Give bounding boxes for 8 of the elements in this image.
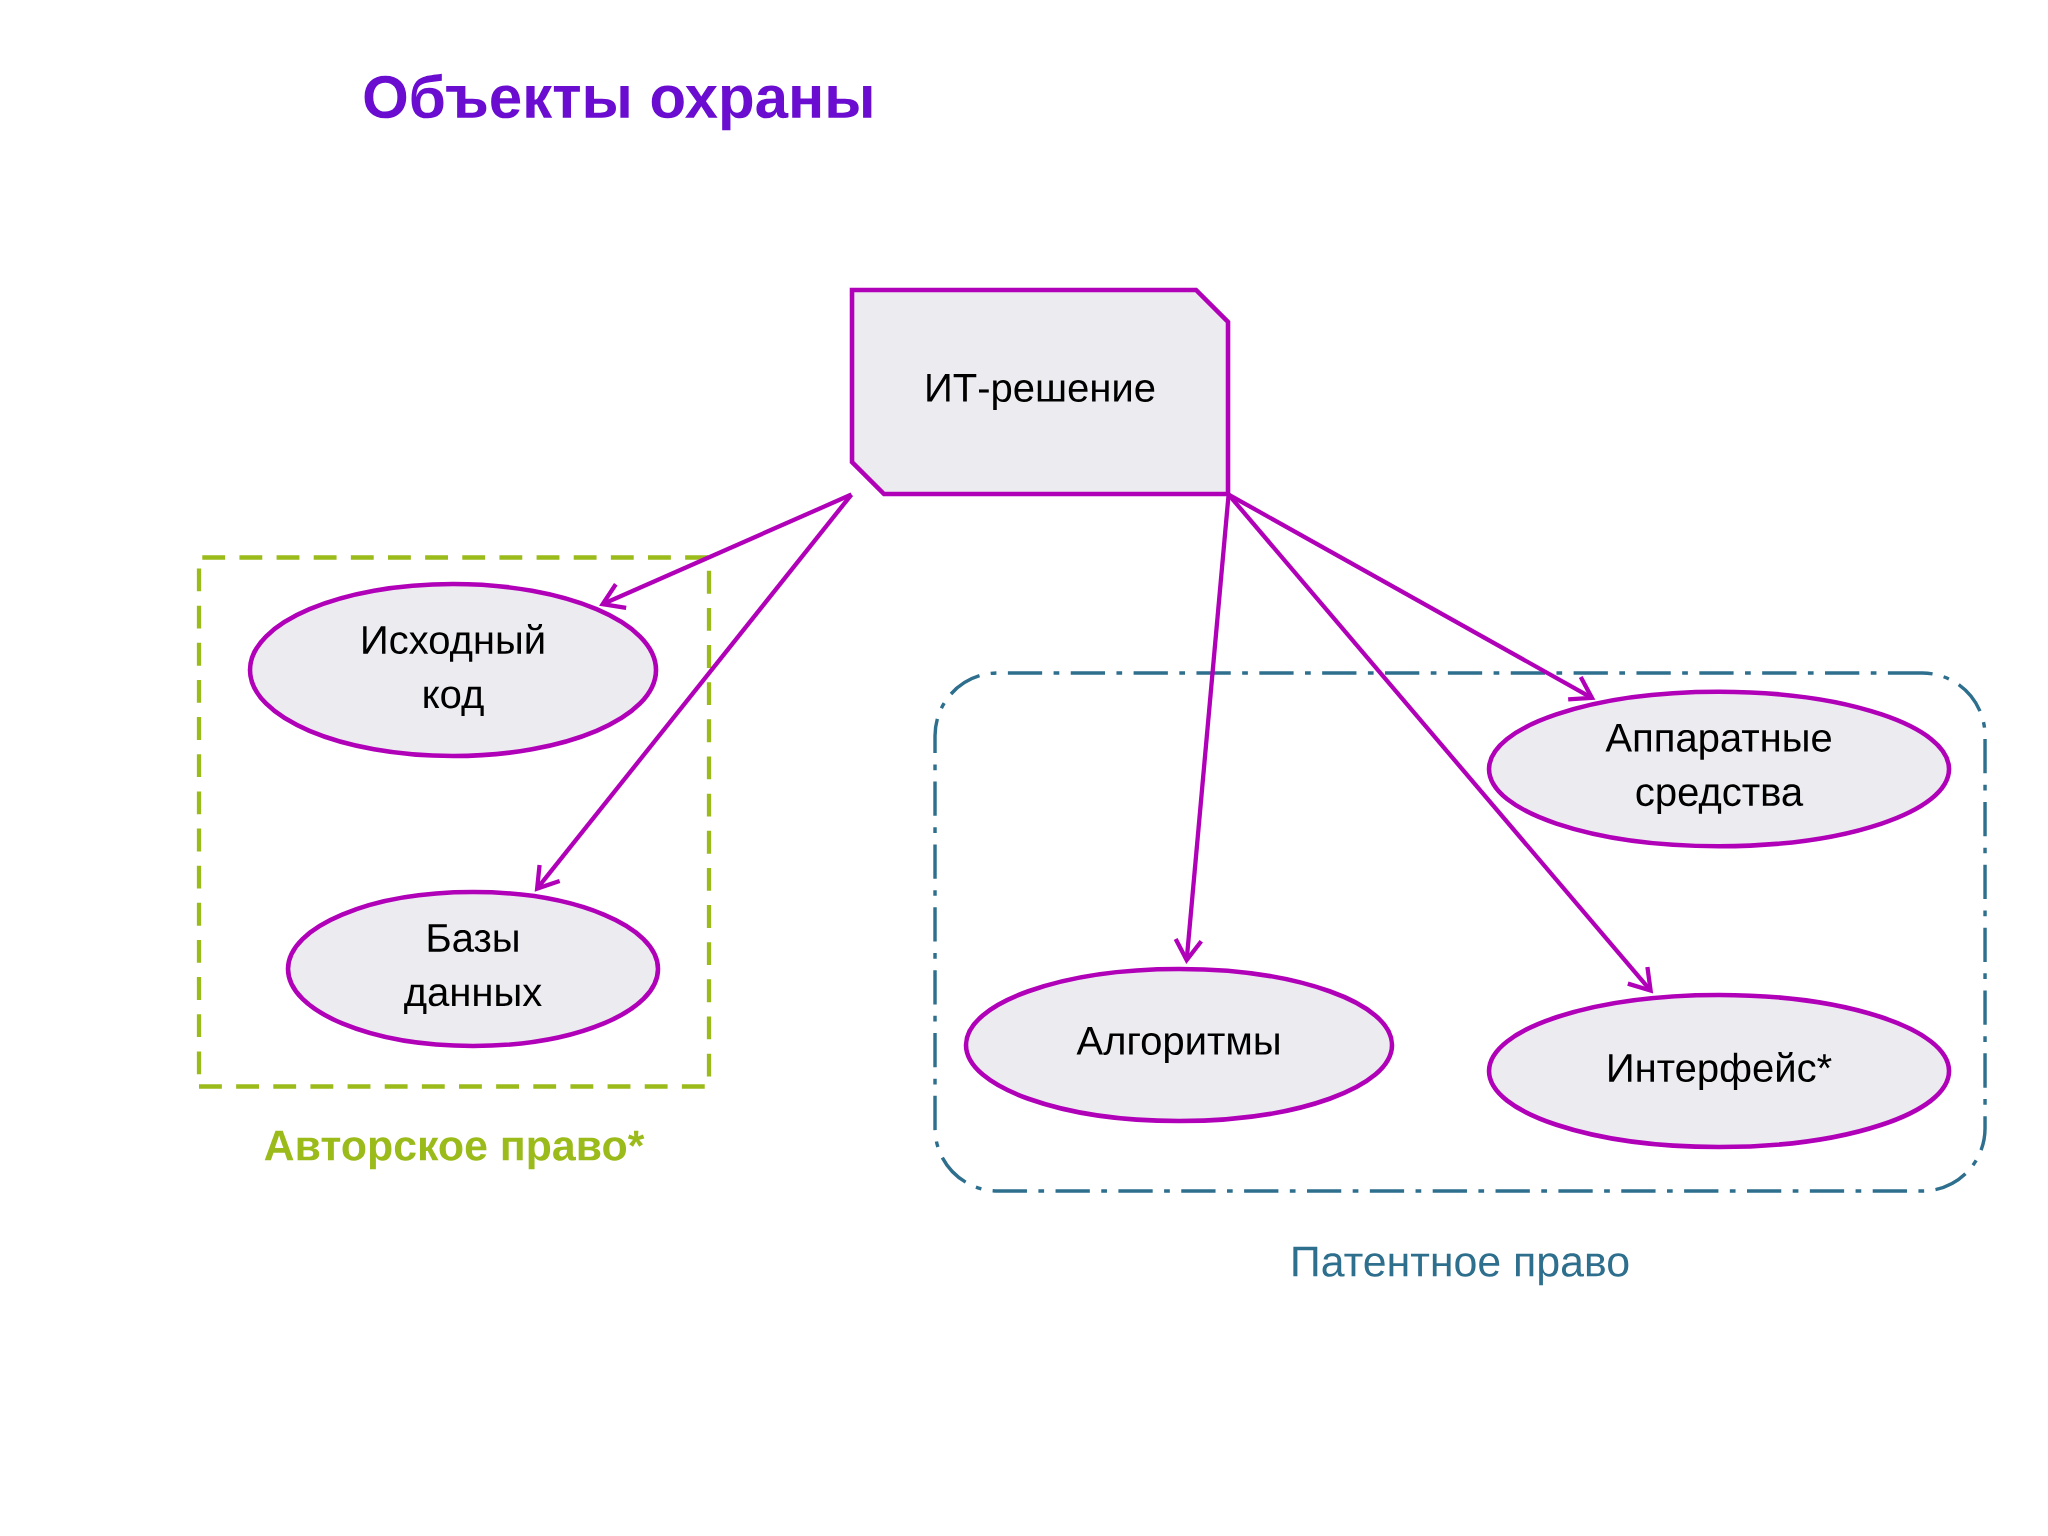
arrow xyxy=(534,493,854,892)
arrow xyxy=(1173,494,1231,964)
arrow xyxy=(599,492,853,610)
arrow xyxy=(1227,492,1596,702)
process-box: ИТ-решение xyxy=(849,287,1231,497)
node-label: Патентное право xyxy=(1293,1246,1629,1286)
title: Объекты охраны xyxy=(364,73,872,131)
node-label: Авторское право* xyxy=(264,1130,645,1170)
